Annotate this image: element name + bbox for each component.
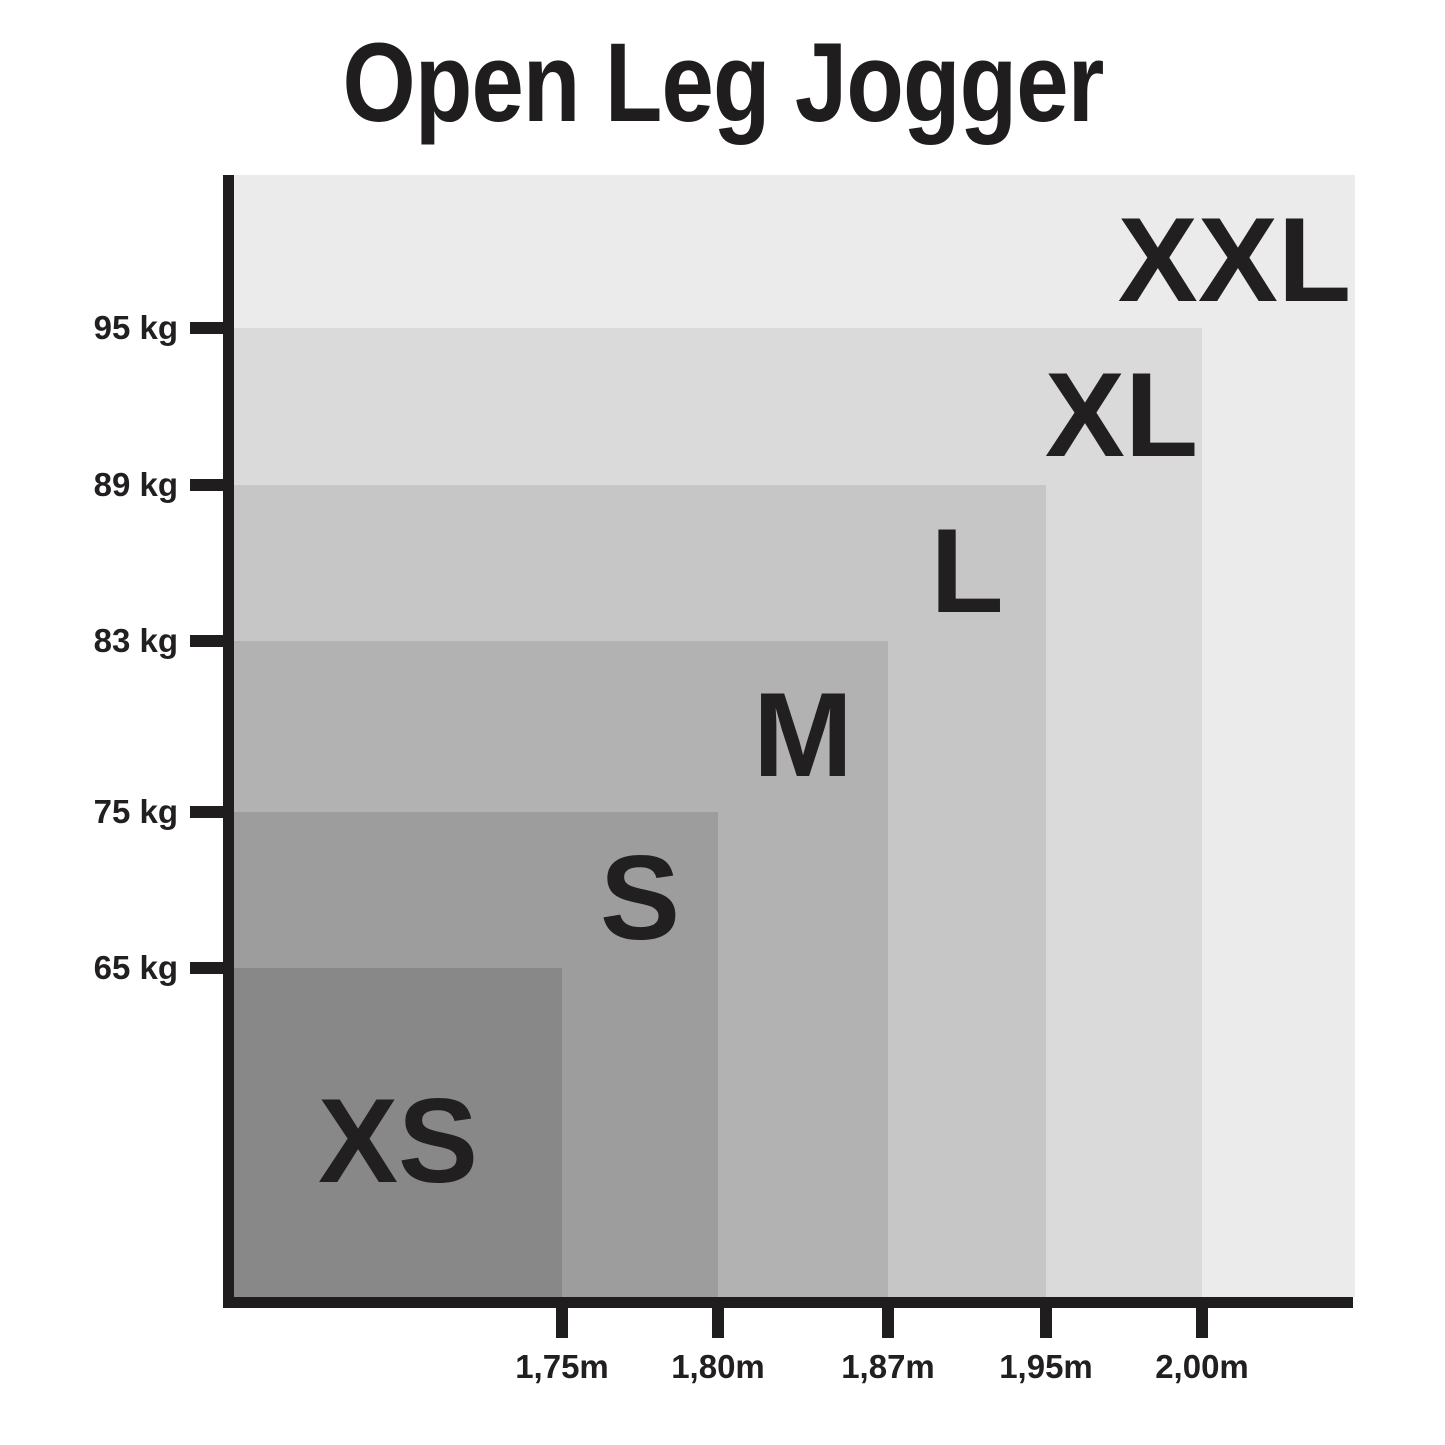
y-tick-label: 83 kg (93, 622, 178, 659)
y-axis (223, 175, 234, 1308)
page-title-text: Open Leg Jogger (341, 20, 1104, 145)
size-label-m: M (753, 667, 853, 802)
x-tick-label: 1,95m (999, 1348, 1093, 1385)
y-tick-label: 75 kg (93, 793, 178, 830)
y-tick-label: 89 kg (93, 466, 178, 503)
x-tick-label: 2,00m (1155, 1348, 1249, 1385)
size-label-s: S (599, 831, 681, 965)
y-tick-label: 95 kg (93, 309, 178, 346)
size-label-xl: XL (1044, 347, 1199, 482)
size-label-l: L (930, 504, 1004, 638)
x-axis (223, 1297, 1353, 1308)
y-tick-label: 65 kg (93, 949, 178, 986)
size-label-xs: XS (317, 1073, 479, 1208)
x-tick-label: 1,80m (671, 1348, 765, 1385)
page-title: Open Leg Jogger (0, 18, 1445, 147)
size-label-xxl: XXL (1117, 192, 1352, 327)
x-tick-label: 1,75m (515, 1348, 609, 1385)
size-region-xs (234, 968, 562, 1297)
x-tick-label: 1,87m (841, 1348, 935, 1385)
